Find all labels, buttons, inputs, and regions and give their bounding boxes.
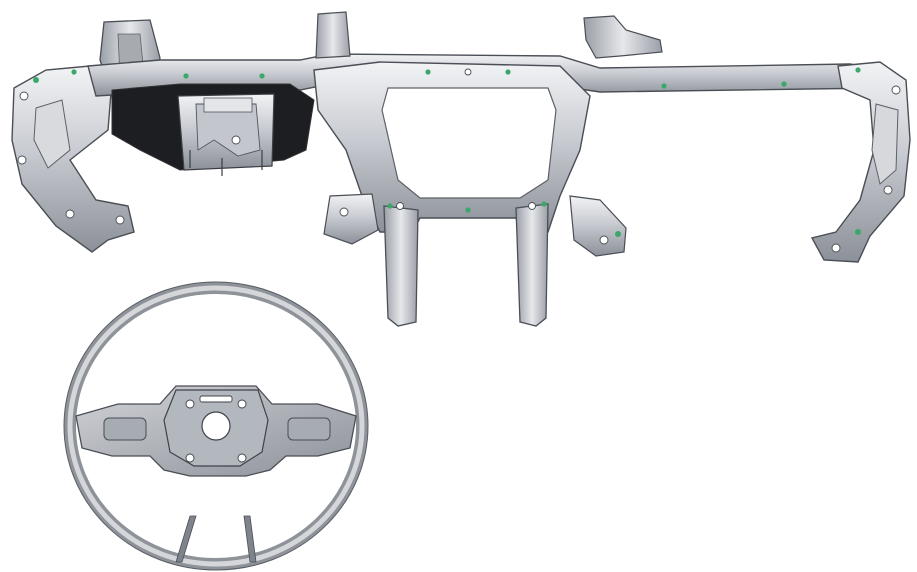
cross-car-beam: [11, 11, 911, 327]
center-left-tab: [323, 193, 379, 245]
right-switch-bezel: [287, 417, 331, 441]
fastener-studs: [189, 150, 263, 176]
center-top-bracket: [315, 11, 351, 59]
hub-center-bore: [201, 411, 231, 441]
hub-bolt-holes: [185, 395, 247, 463]
steering-wheel-armature: [63, 281, 369, 571]
right-support-leg: [515, 203, 549, 327]
mount-cross-rib: [195, 103, 261, 157]
mount-plate: [203, 97, 253, 113]
left-switch-bezel: [103, 417, 147, 441]
center-right-tab: [569, 195, 627, 257]
steering-wheel-rim-outline: [63, 281, 369, 571]
mounting-holes: [17, 68, 901, 253]
left-support-leg: [383, 205, 419, 327]
bottom-right-spoke: [243, 515, 257, 563]
weld-markers: [33, 67, 861, 237]
steering-wheel-rim-highlight: [67, 285, 365, 567]
left-bracket-inner: [33, 99, 71, 169]
bottom-left-spoke: [175, 515, 197, 563]
center-frame-window: [381, 87, 557, 199]
right-bracket-inner: [871, 103, 899, 185]
right-top-bracket: [583, 15, 663, 59]
